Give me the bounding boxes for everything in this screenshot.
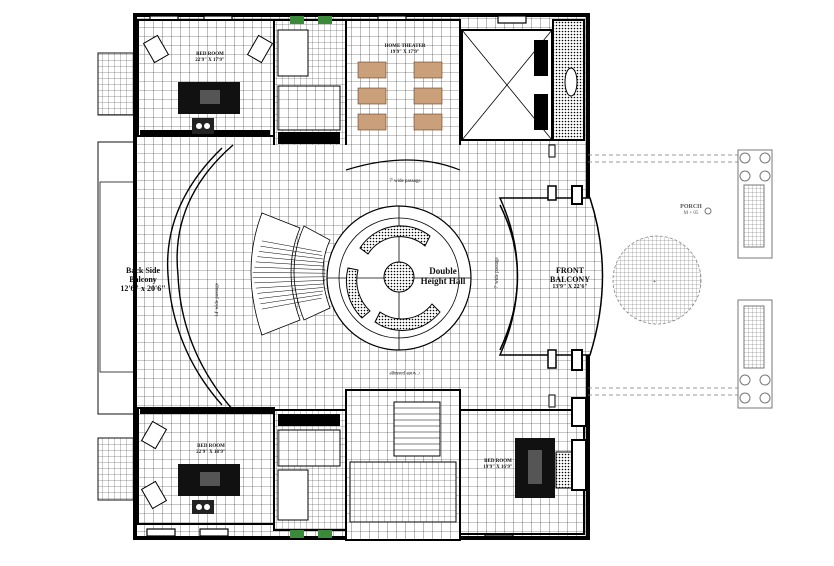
room-size: M + 05 <box>683 210 699 216</box>
stair-tread <box>257 287 324 294</box>
armchair <box>246 34 274 64</box>
stair-tread <box>252 272 326 274</box>
stair-treads <box>252 240 326 310</box>
home-theater-label: HOME THEATER 19'9" X 17'9" <box>365 44 445 56</box>
room-name: BED ROOM <box>197 444 225 449</box>
circular-sofas <box>345 225 441 331</box>
room-size: 19'9" X 17'9" <box>390 49 420 55</box>
passage-left-label: 14' wide passage <box>215 283 221 317</box>
stair-tread <box>255 283 325 289</box>
top-left-terrace <box>97 52 135 116</box>
plant <box>290 530 304 538</box>
stair-tread <box>260 245 323 256</box>
front-balcony <box>498 197 604 356</box>
stair-tread <box>261 297 322 310</box>
porch-pillars <box>737 149 773 409</box>
center-feature <box>383 261 415 293</box>
rotunda-wall-top <box>345 159 461 171</box>
room-name: BED ROOM <box>196 52 224 57</box>
bottom-left-terrace <box>97 437 135 501</box>
passage-top-label: 7' wide passage <box>389 179 421 184</box>
room-name: HOME THEATER <box>384 44 426 49</box>
stair-tread <box>252 276 326 278</box>
porch-circle <box>613 236 701 324</box>
front-balcony-label: FRONT BALCONY 13'9" X 22'6" <box>538 266 602 291</box>
stair-tread <box>258 251 323 260</box>
room-size: 22'9" X 17'9" <box>195 57 225 63</box>
theater-seats <box>357 61 443 131</box>
stair-tread <box>255 261 325 267</box>
armchair <box>142 34 170 64</box>
stair-tread <box>257 256 324 263</box>
svg-text:+: + <box>653 279 656 285</box>
room-size: 12'6" x 20'6" <box>120 284 166 294</box>
double-height-hall-label: Double Height Hall <box>420 266 466 287</box>
room-name: FRONT BALCONY <box>549 266 590 285</box>
room-name: PORCH <box>680 204 702 210</box>
plant <box>318 530 332 538</box>
porch-label: PORCH M + 05 <box>666 204 716 217</box>
plant <box>318 16 332 24</box>
bed-room-top-label: BED ROOM 22'9" X 17'9" <box>175 52 245 64</box>
bed-room-top <box>137 19 275 137</box>
stair-tread <box>261 240 322 253</box>
stair-tread <box>260 294 323 305</box>
passage-right-label: 7' wide passage <box>495 257 501 289</box>
bed-room-bottom-left-label: BED ROOM 22'9" X 18'9" <box>176 444 246 456</box>
bed-room-bottom-right-label: BED ROOM 19'9" X 16'9" <box>463 459 533 471</box>
room-size: 13'9" X 22'6" <box>552 284 588 291</box>
stair-tread <box>254 280 325 284</box>
table-top <box>192 118 214 134</box>
room-name: Double Height Hall <box>420 266 466 287</box>
porch-dashed-outline <box>588 154 740 396</box>
passage-bottom-label: 7' wide passage <box>389 369 421 375</box>
stair-lines <box>394 407 440 451</box>
stair-tread <box>254 266 325 270</box>
room-name: BED ROOM <box>484 459 512 464</box>
rotunda-wall-left <box>176 144 234 411</box>
room-size: 22'9" X 18'9" <box>196 449 226 455</box>
stair-tread <box>258 290 323 299</box>
plant <box>290 16 304 24</box>
room-size: 19'9" X 16'9" <box>483 464 513 470</box>
room-name: Back Side Balcony <box>125 266 160 285</box>
back-balcony-label: Back Side Balcony 12'6" x 20'6" <box>103 266 183 294</box>
